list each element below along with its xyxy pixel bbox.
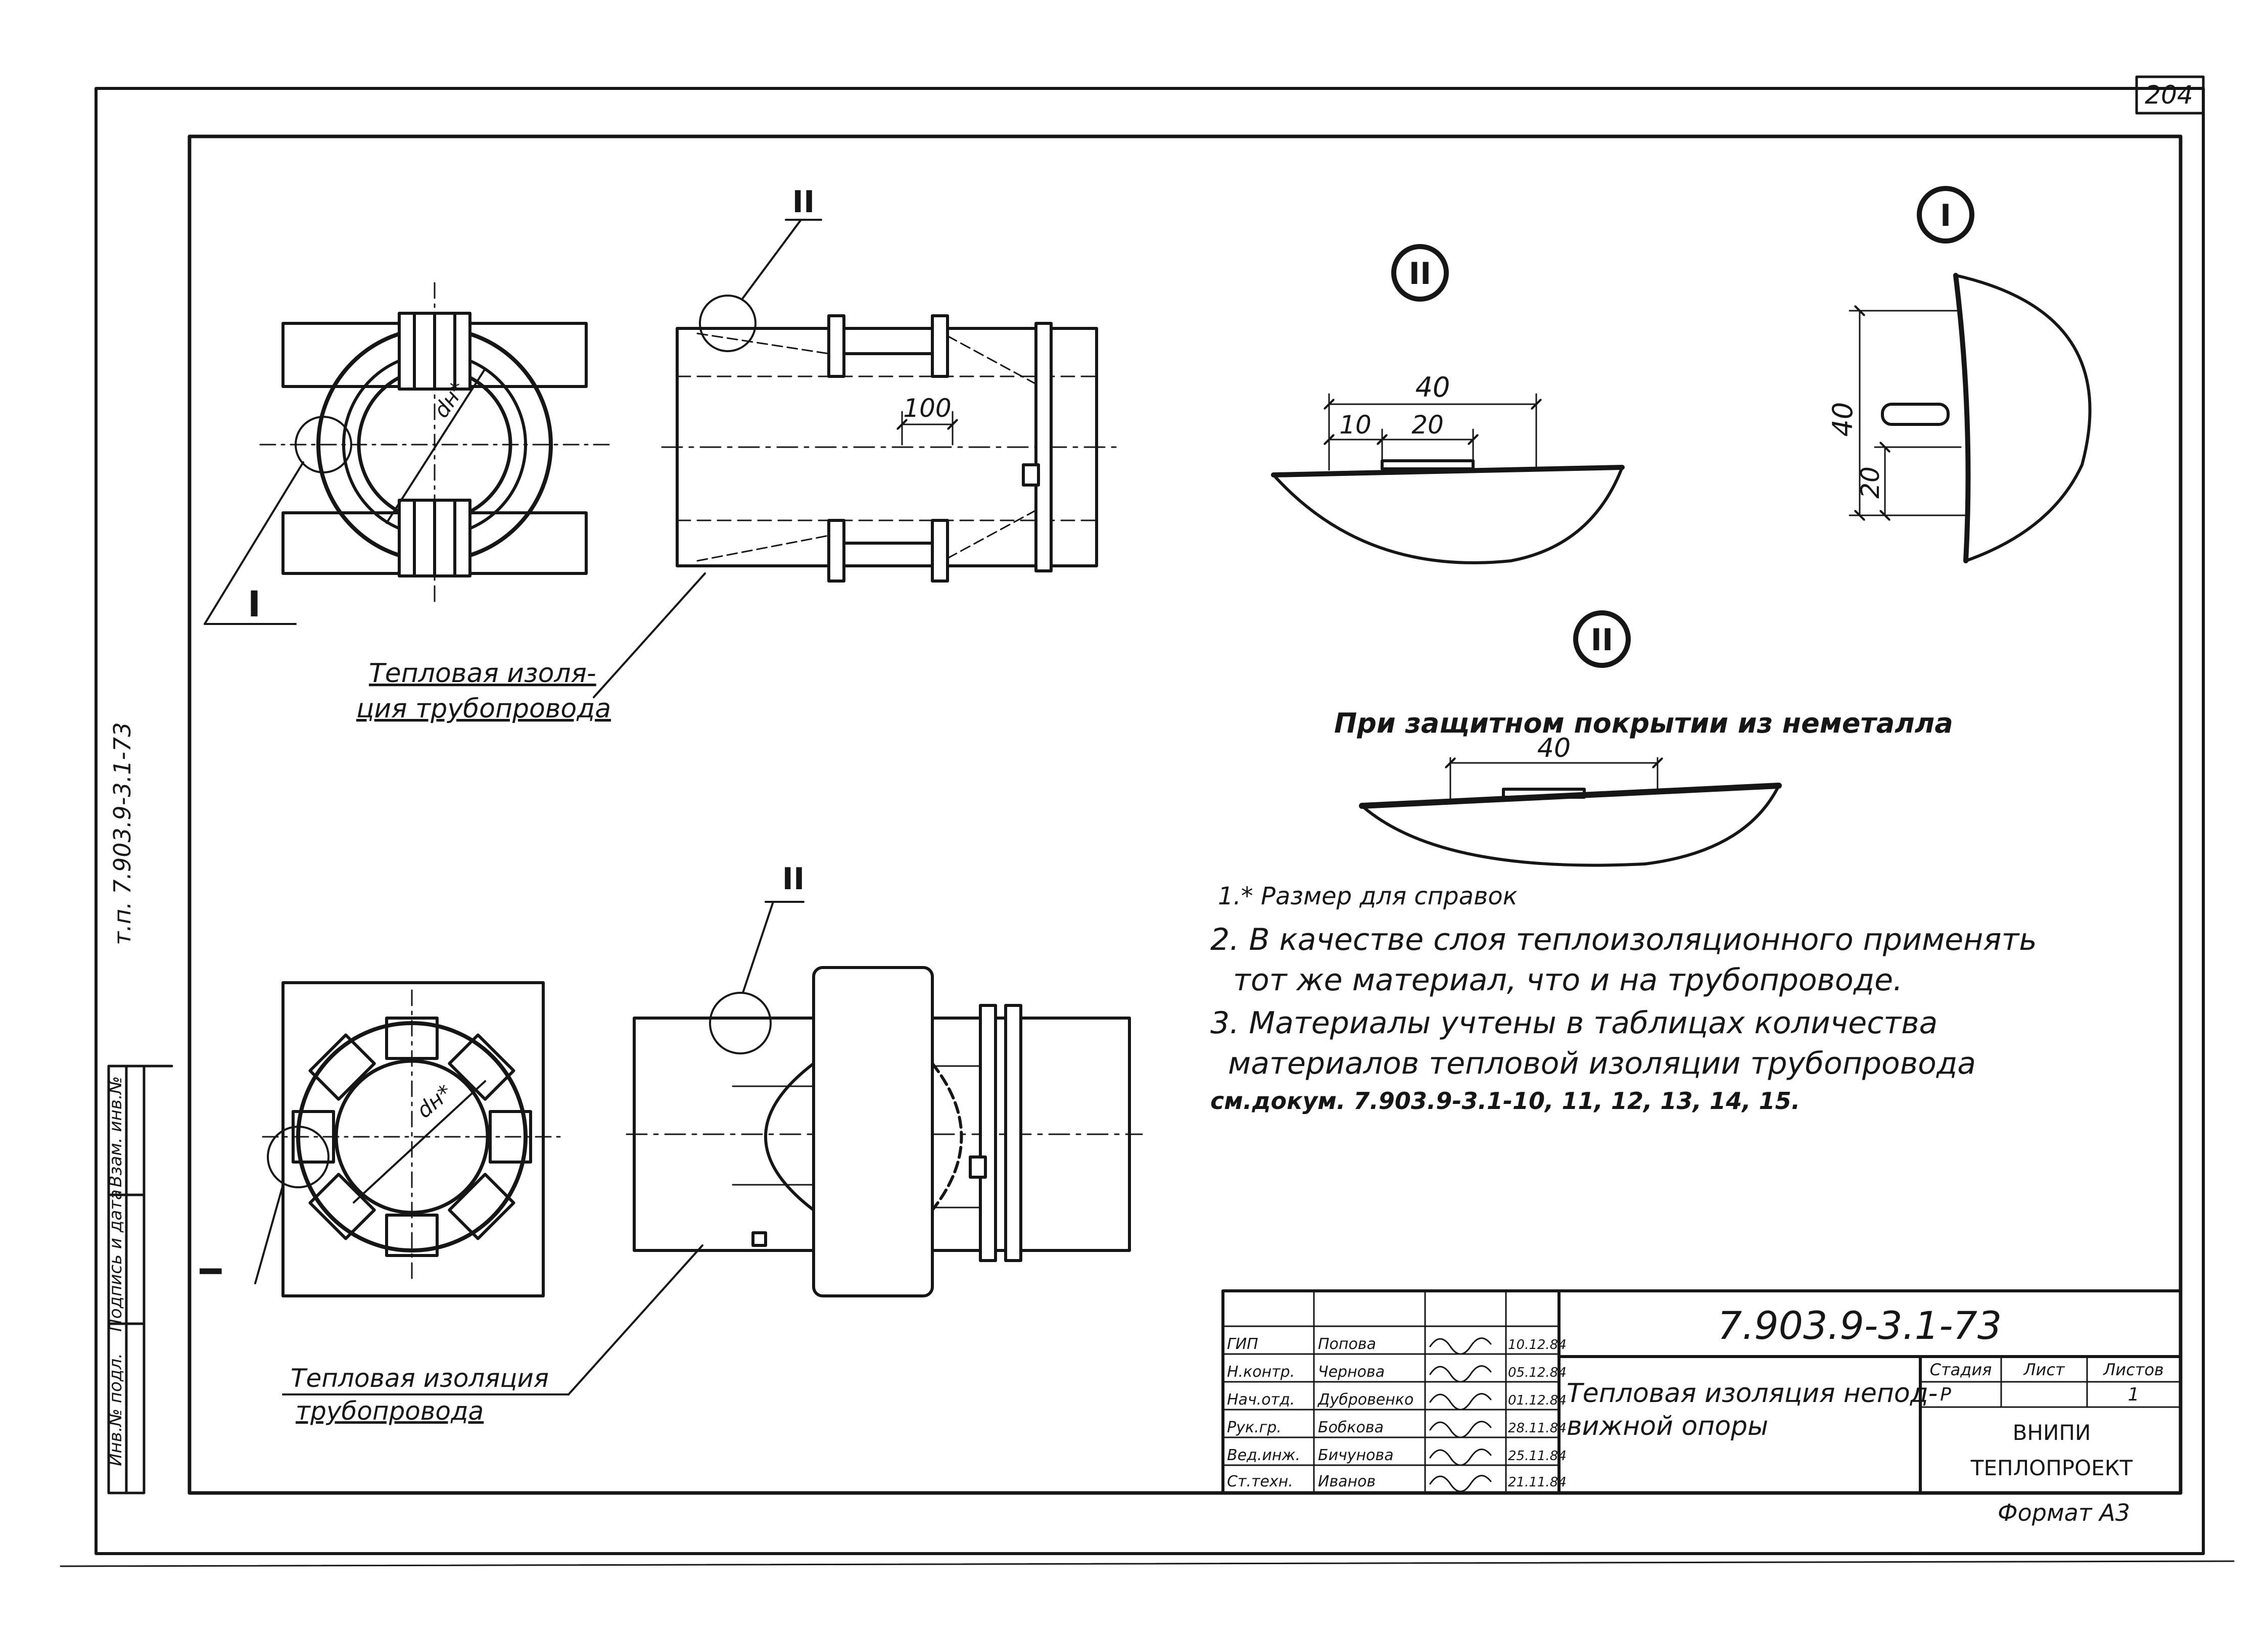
title-line-2: вижной опоры bbox=[1567, 1411, 1768, 1441]
note-3a: 3. Материалы учтены в таблицах количеств… bbox=[1210, 1005, 1938, 1041]
side-top-caption-2: ция трубопровода bbox=[356, 694, 611, 724]
side-stamp-replace: Взам. инв.№ bbox=[106, 1076, 126, 1187]
staff-name: Бобкова bbox=[1318, 1419, 1384, 1436]
staff-name: Попова bbox=[1318, 1335, 1376, 1353]
note-3b: материалов тепловой изоляции трубопровод… bbox=[1228, 1046, 1976, 1081]
sheet-frame bbox=[60, 75, 2235, 1567]
staff-date: 25.11.84 bbox=[1508, 1449, 1567, 1464]
staff-rows: ГИП Попова 10.12.84 Н.контр. Чернова 05.… bbox=[1227, 1335, 1567, 1492]
note-2b: тот же материал, что и на трубопроводе. bbox=[1233, 962, 1903, 998]
detail-II-top-dim-40: 40 bbox=[1415, 371, 1450, 403]
side-stamp bbox=[107, 1065, 173, 1494]
note-2a: 2. В качестве слоя теплоизоляционного пр… bbox=[1210, 922, 2037, 957]
signature bbox=[1429, 1393, 1492, 1411]
note-3c: см.докум. 7.903.9-3.1-10, 11, 12, 13, 14… bbox=[1210, 1087, 1800, 1115]
notes: 1.* Размер для справок 2. В качестве сло… bbox=[1210, 882, 2037, 1115]
detail-I-dim-20: 20 bbox=[1856, 466, 1885, 499]
signature bbox=[1429, 1475, 1492, 1492]
detail-II-top-dim-10: 10 bbox=[1339, 410, 1372, 440]
detail-II-nonmetal-caption: При защитном покрытии из неметалла bbox=[1334, 707, 1953, 739]
staff-name: Иванов bbox=[1318, 1473, 1376, 1490]
side-stamp-inv: Инв.№ подл. bbox=[106, 1353, 126, 1466]
side-top-caption-1: Тепловая изоля- bbox=[369, 658, 596, 689]
cross-section-top: dн* I bbox=[204, 282, 610, 625]
title-line-1: Тепловая изоляция непод- bbox=[1567, 1378, 1938, 1409]
staff-role: ГИП bbox=[1227, 1335, 1258, 1353]
staff-date: 10.12.84 bbox=[1508, 1337, 1567, 1353]
org-line-1: ВНИПИ bbox=[2013, 1420, 2091, 1445]
page-number: 204 bbox=[2145, 80, 2193, 110]
staff-role: Н.контр. bbox=[1227, 1363, 1295, 1381]
section-bottom-leader-I: I bbox=[192, 1266, 227, 1277]
detail-II-top bbox=[1271, 244, 1625, 564]
detail-I bbox=[1849, 186, 2092, 563]
cross-section-bottom: dн* I bbox=[192, 981, 562, 1297]
org-line-2: ТЕПЛОПРОЕКТ bbox=[1970, 1456, 2133, 1480]
detail-II-top-dim-20: 20 bbox=[1411, 410, 1444, 440]
staff-role: Вед.инж. bbox=[1227, 1446, 1300, 1464]
side-stamp-sign: Подпись и дата bbox=[106, 1189, 126, 1332]
stage-value: Р bbox=[1940, 1384, 1951, 1405]
staff-role: Ст.техн. bbox=[1227, 1473, 1293, 1490]
side-view-top bbox=[593, 219, 1118, 698]
staff-date: 21.11.84 bbox=[1508, 1475, 1567, 1490]
signature bbox=[1429, 1449, 1492, 1466]
section-top-leader-I: I bbox=[248, 584, 261, 625]
stage-header: Стадия bbox=[1930, 1360, 1992, 1379]
sheets-value: 1 bbox=[2128, 1384, 2140, 1405]
detail-II-top-marker: II bbox=[1409, 256, 1432, 292]
side-top-leader-II: II bbox=[792, 184, 815, 220]
side-top-dim-100: 100 bbox=[903, 394, 951, 423]
detail-II-nonmetal-dim-40: 40 bbox=[1537, 733, 1571, 763]
staff-name: Бичунова bbox=[1318, 1446, 1394, 1464]
detail-II-nonmetal-marker: II bbox=[1591, 622, 1614, 658]
staff-date: 05.12.84 bbox=[1508, 1365, 1567, 1380]
sheets-header: Листов bbox=[2103, 1360, 2164, 1379]
signature bbox=[1429, 1365, 1492, 1383]
note-1: 1.* Размер для справок bbox=[1218, 882, 1518, 910]
side-bottom-leader-II: II bbox=[782, 861, 805, 897]
detail-II-nonmetal bbox=[1359, 610, 1782, 867]
staff-date: 01.12.84 bbox=[1508, 1393, 1567, 1408]
staff-name: Дубровенко bbox=[1317, 1391, 1413, 1409]
document-code: 7.903.9-3.1-73 bbox=[1718, 1303, 2002, 1348]
signature bbox=[1429, 1337, 1492, 1355]
sheet-header: Лист bbox=[2023, 1360, 2065, 1379]
staff-name: Чернова bbox=[1318, 1363, 1385, 1381]
side-bottom-caption-1: Тепловая изоляция bbox=[291, 1364, 549, 1393]
detail-I-dim-40: 40 bbox=[1827, 402, 1859, 437]
detail-I-marker: I bbox=[1940, 198, 1951, 233]
side-bottom-caption-2: трубопровода bbox=[296, 1396, 484, 1426]
side-code: т.п. 7.903.9-3.1-73 bbox=[109, 722, 136, 945]
sheet-format: Формат А3 bbox=[1998, 1499, 2130, 1526]
side-view-bottom bbox=[282, 901, 1143, 1395]
signature bbox=[1429, 1421, 1492, 1438]
staff-role: Рук.гр. bbox=[1227, 1419, 1282, 1436]
staff-date: 28.11.84 bbox=[1508, 1421, 1567, 1436]
title-block bbox=[1221, 1289, 2182, 1494]
staff-role: Нач.отд. bbox=[1227, 1391, 1295, 1409]
